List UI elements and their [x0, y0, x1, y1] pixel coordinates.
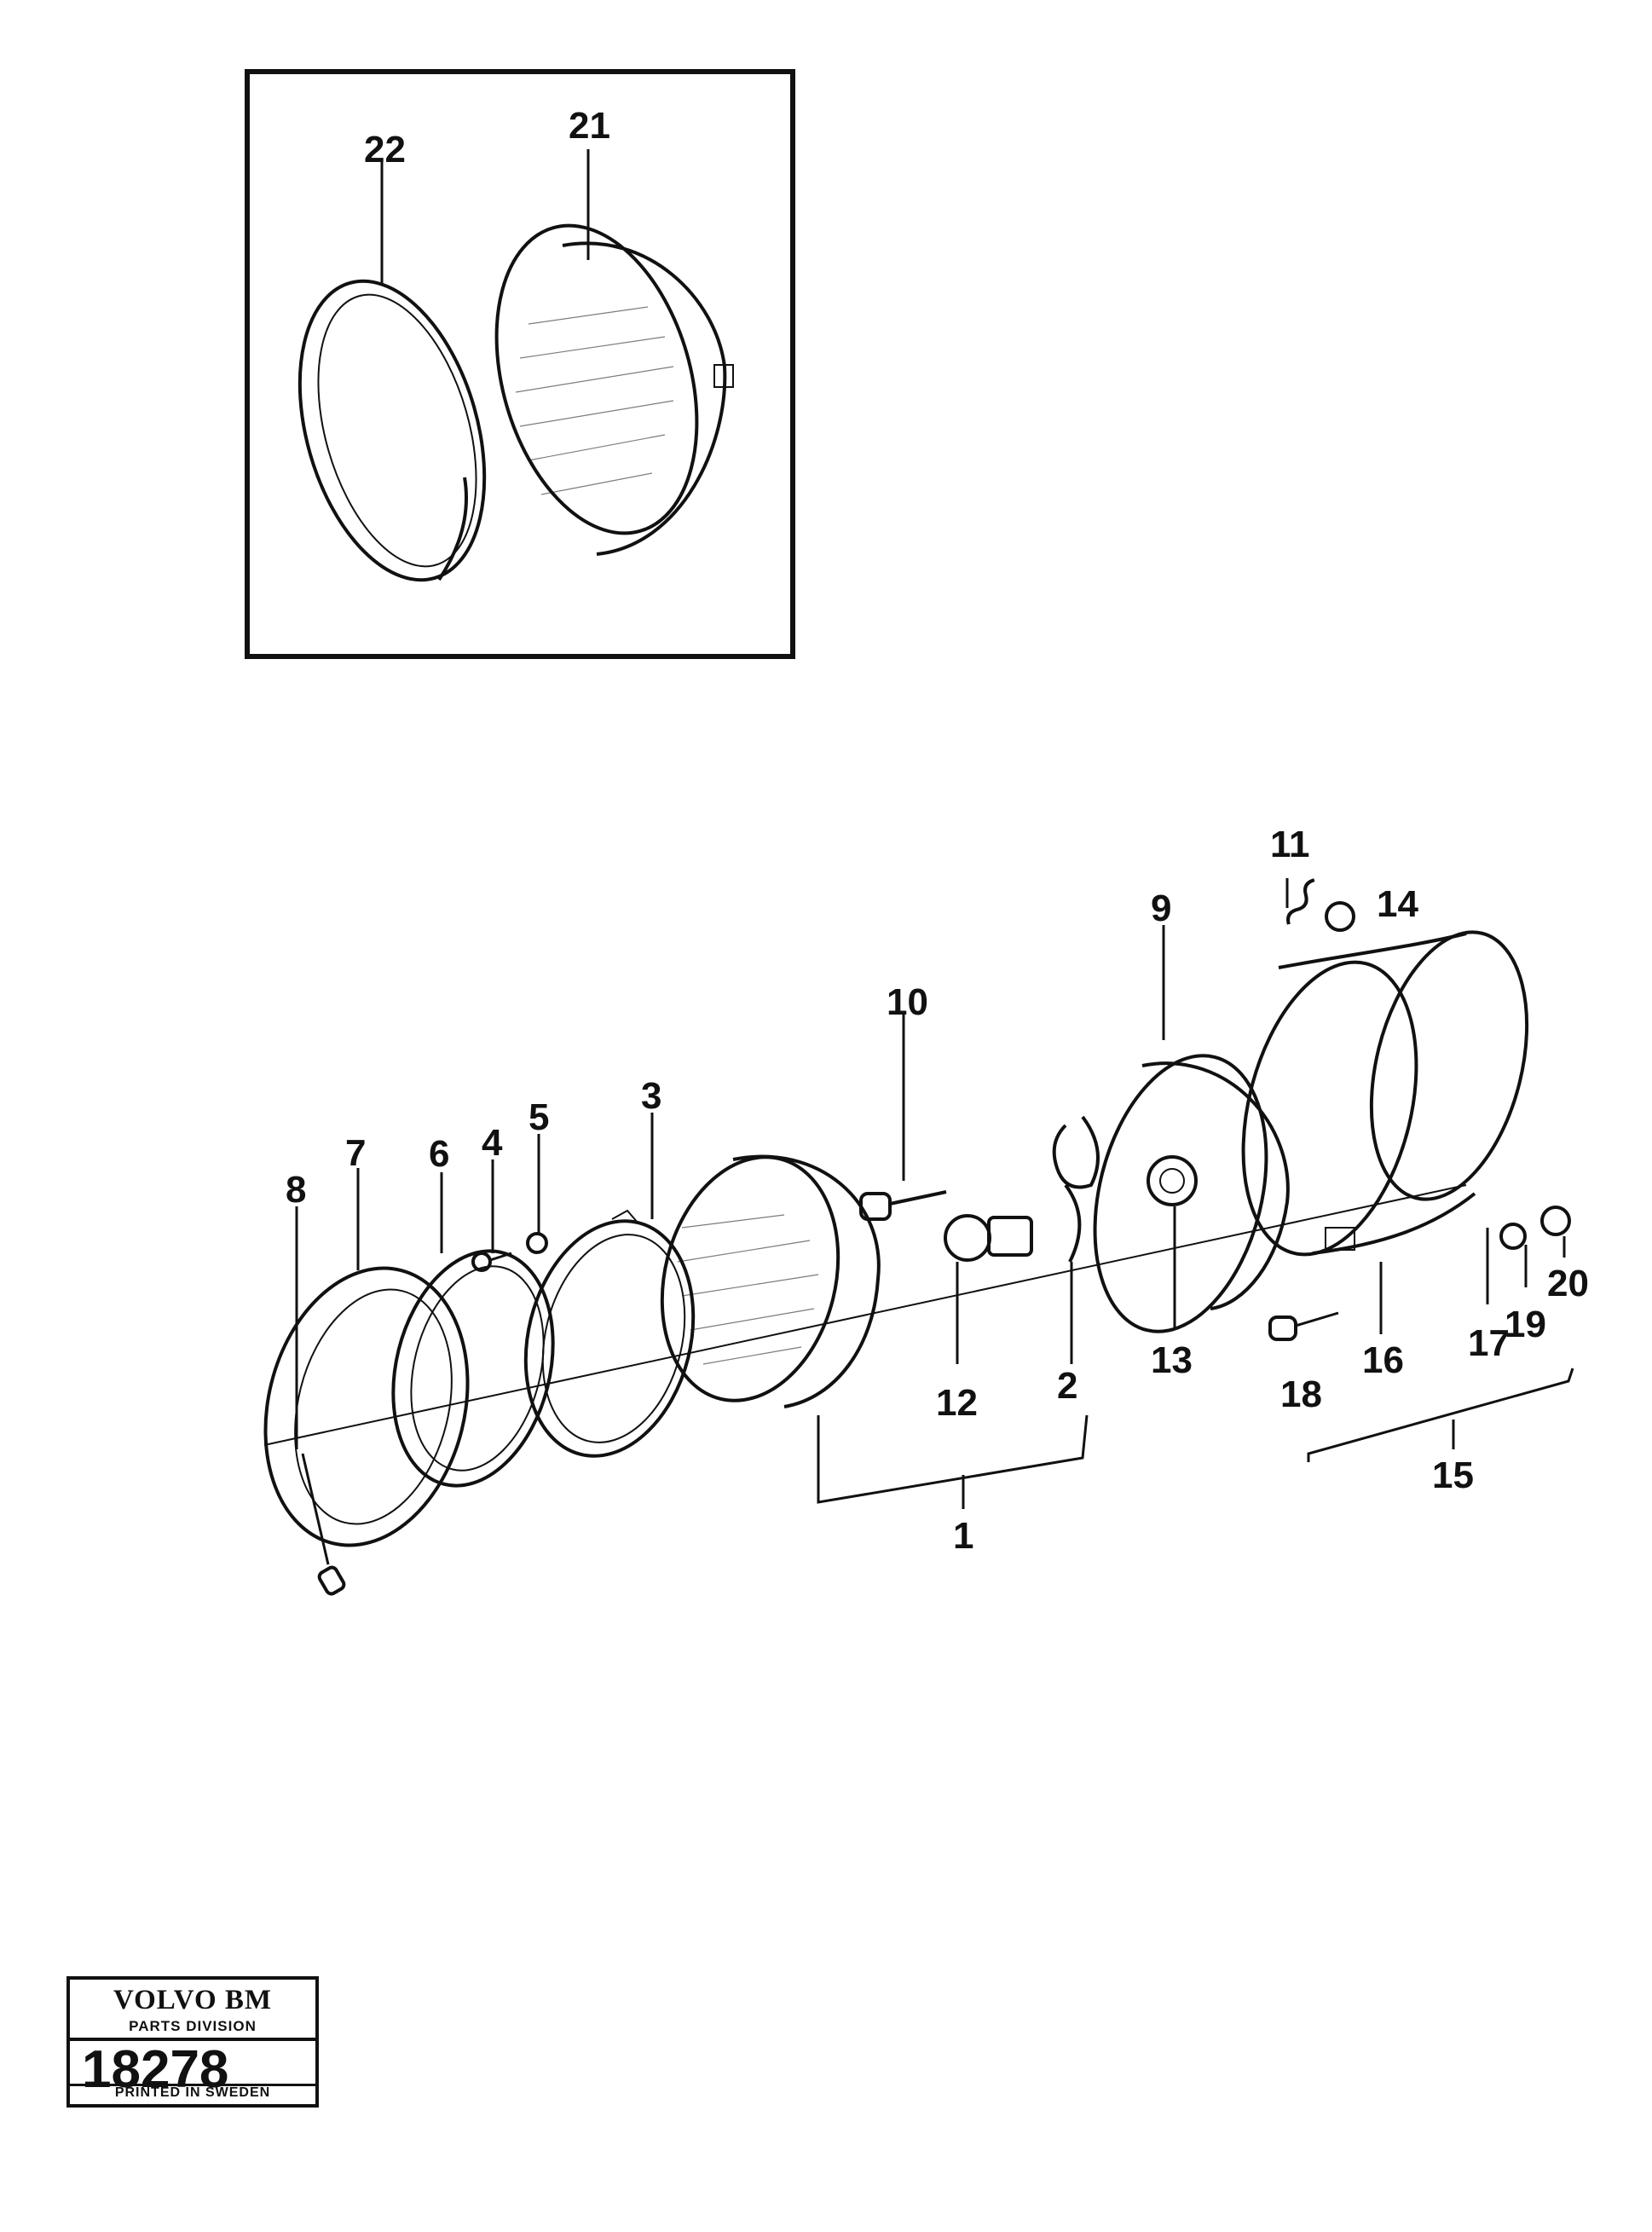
callout-21: 21: [569, 105, 610, 147]
printed-in-note: PRINTED IN SWEDEN: [114, 2085, 271, 2100]
assembly-axis: [263, 1184, 1467, 1446]
inset-box: 22 21: [245, 69, 795, 659]
nut-5: [526, 1232, 548, 1254]
nut-20: [1540, 1206, 1571, 1236]
sealing-ring-22: [297, 279, 487, 582]
callout-13: 13: [1151, 1339, 1193, 1381]
callout-18: 18: [1280, 1373, 1322, 1415]
sealed-beam-lamp-21: [494, 223, 734, 556]
callout-1: 1: [953, 1515, 973, 1557]
lamp-body-9: [1093, 1054, 1290, 1333]
callout-7: 7: [345, 1132, 366, 1174]
callout-19: 19: [1505, 1304, 1546, 1345]
title-block: VOLVO BM PARTS DIVISION 18278 PRINTED IN…: [66, 1976, 319, 2108]
callout-3: 3: [641, 1075, 661, 1117]
callout-16: 16: [1362, 1339, 1404, 1381]
spring-clip-2: [1052, 1115, 1100, 1263]
lamp-unit: [660, 1154, 881, 1408]
callout-2: 2: [1057, 1365, 1077, 1407]
callouts: 1 2 3 4 5 6 7 8 9 10 11 12 13 14 15 16 1…: [286, 824, 1589, 1557]
title-divider: [70, 2038, 315, 2041]
adjusting-screw-10: [859, 1015, 947, 1221]
callout-17: 17: [1468, 1322, 1510, 1364]
screw-8: [301, 1453, 346, 1596]
washer-19: [1499, 1223, 1527, 1250]
callout-8: 8: [286, 1169, 306, 1211]
leader-lines: [295, 925, 1574, 1509]
callout-20: 20: [1547, 1263, 1589, 1304]
screw-18: [1268, 1311, 1339, 1341]
callout-10: 10: [887, 981, 928, 1023]
callout-6: 6: [429, 1133, 449, 1175]
spring-11: [1285, 878, 1315, 925]
division-name: PARTS DIVISION: [129, 2018, 257, 2034]
screw-4: [471, 1252, 512, 1272]
callout-14: 14: [1377, 883, 1418, 925]
brand-name: VOLVO BM: [113, 1985, 273, 2015]
callout-12: 12: [936, 1382, 978, 1424]
nut-14: [1325, 901, 1355, 932]
callout-5: 5: [529, 1096, 549, 1138]
callout-15: 15: [1432, 1454, 1474, 1496]
rubber-ring-6: [391, 1249, 555, 1488]
bulb-12: [944, 1214, 1033, 1262]
title-divider-lower: [70, 2084, 315, 2086]
callout-22: 22: [364, 129, 406, 171]
trim-ring-7: [263, 1266, 470, 1547]
retaining-ring-3: [523, 1209, 696, 1458]
housing-15: [1241, 930, 1529, 1257]
callout-9: 9: [1151, 888, 1171, 929]
callout-4: 4: [482, 1122, 503, 1164]
callout-11: 11: [1270, 824, 1310, 865]
drawing-number: 18278: [82, 2040, 229, 2099]
